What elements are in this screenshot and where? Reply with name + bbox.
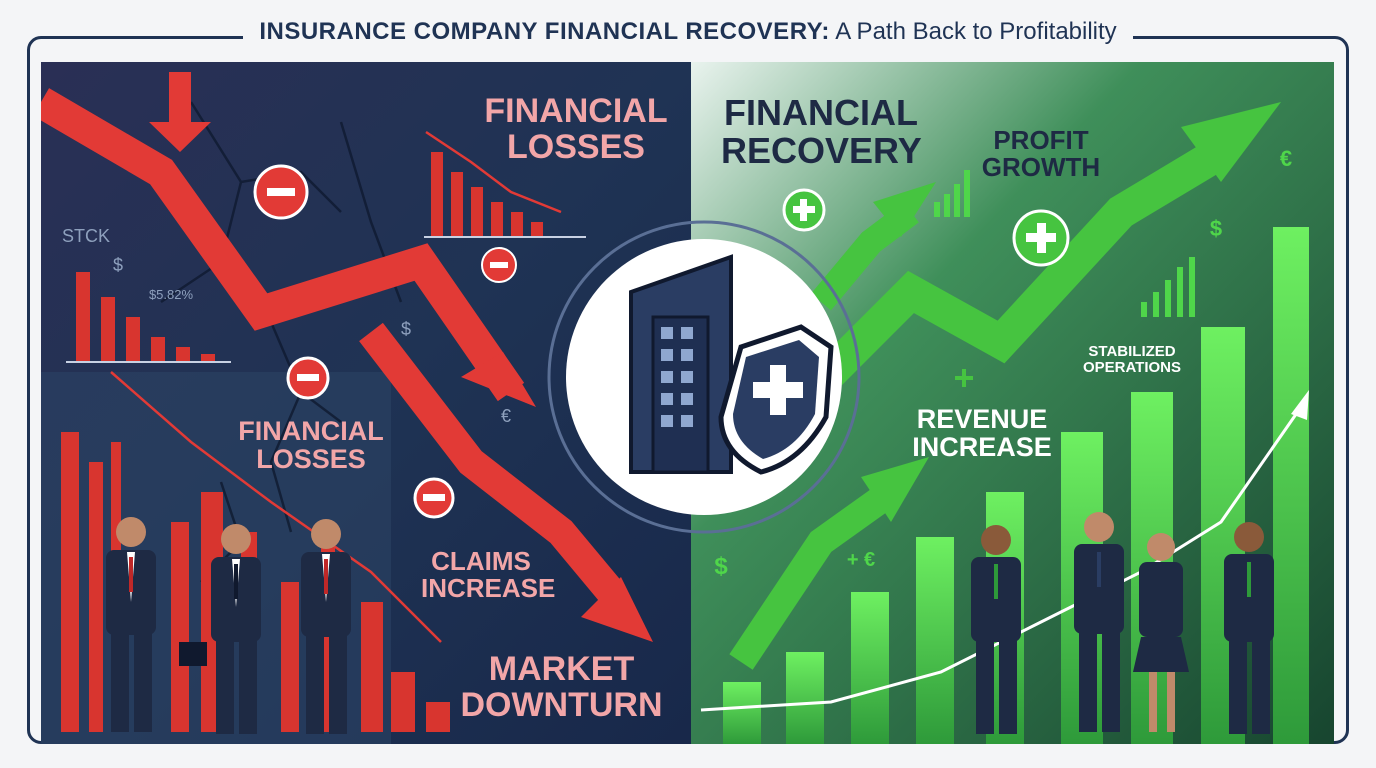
worried-businessmen xyxy=(106,517,351,734)
red-downward-arrow-2 xyxy=(359,322,623,602)
euro-symbol: € xyxy=(500,406,511,426)
insurance-building-shield-icon xyxy=(629,254,834,475)
left-decline-line xyxy=(110,371,442,643)
red-down-arrow-top-head xyxy=(149,122,211,152)
label-percent: $5.82% xyxy=(148,287,194,302)
minus-circle-icon xyxy=(413,477,455,519)
plus-euro-symbol: + € xyxy=(846,549,876,571)
label-stock: STCK xyxy=(61,226,110,246)
page-title: INSURANCE COMPANY FINANCIAL RECOVERY: A … xyxy=(0,18,1376,46)
plus-sign-icon xyxy=(955,369,973,387)
red-downward-arrow-1 xyxy=(41,88,525,402)
green-arrow-head-2 xyxy=(1181,102,1281,182)
profit-mini-chart xyxy=(934,170,970,217)
plus-circle-icon xyxy=(1012,209,1070,267)
title-bold: INSURANCE COMPANY FINANCIAL RECOVERY: xyxy=(259,18,830,45)
top-loss-chart xyxy=(431,152,543,237)
minus-circle-icon xyxy=(481,247,517,283)
dollar-symbol: $ xyxy=(714,553,728,580)
top-loss-trend-line xyxy=(425,130,562,214)
operations-mini-chart xyxy=(1141,257,1195,317)
green-arrow-head-3 xyxy=(861,457,929,522)
red-arrow-head-2 xyxy=(581,577,653,642)
white-growth-line xyxy=(700,406,1303,712)
illustration-svg xyxy=(41,62,1334,744)
dollar-symbol: $ xyxy=(400,319,411,339)
dollar-symbol: $ xyxy=(112,255,123,275)
red-down-arrow-top-shaft xyxy=(169,72,191,127)
celebrating-team xyxy=(971,512,1274,734)
green-upward-arrow-3 xyxy=(729,480,900,670)
dollar-symbol: $ xyxy=(1209,216,1223,241)
green-arrow-head-1 xyxy=(873,182,936,237)
left-small-chart xyxy=(76,272,215,362)
green-upward-arrow-2 xyxy=(808,137,1230,395)
center-ring xyxy=(547,220,861,534)
plus-circle-icon xyxy=(782,188,826,232)
white-arrow-head xyxy=(1291,390,1309,420)
title-rest: A Path Back to Profitability xyxy=(835,18,1117,45)
minus-circle-icon xyxy=(286,356,330,400)
minus-circle-icon xyxy=(253,164,309,220)
euro-symbol: € xyxy=(1279,146,1293,171)
red-arrow-head-1 xyxy=(461,352,536,407)
